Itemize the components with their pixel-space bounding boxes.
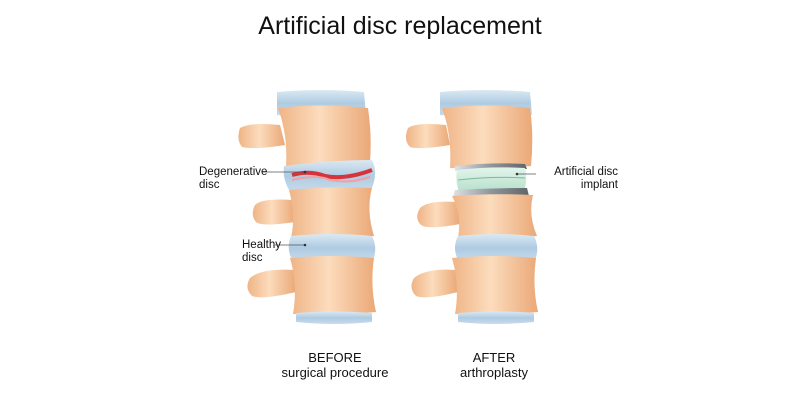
label-artificial-disc-implant: Artificial disc implant [554, 166, 618, 191]
vertebra-1-after [405, 105, 533, 169]
spine-after [405, 90, 538, 324]
diagram-title: Artificial disc replacement [258, 12, 542, 40]
caption-before: BEFORE surgical procedure [281, 350, 389, 380]
vertebra-1-before [238, 105, 371, 166]
spine-before [238, 90, 376, 324]
vertebra-2-before [252, 187, 374, 239]
healthy-disc [288, 234, 376, 262]
degenerative-disc [283, 160, 375, 192]
label-healthy-disc: Healthy disc [242, 239, 281, 264]
label-degenerative-disc: Degenerative disc [199, 166, 268, 191]
vertebra-3-after [411, 256, 538, 315]
vertebra-2-after [417, 194, 537, 239]
healthy-disc-after [455, 234, 538, 262]
vertebra-3-before [247, 256, 376, 315]
caption-after: AFTER arthroplasty [460, 350, 528, 380]
artificial-disc-implant [453, 163, 529, 198]
